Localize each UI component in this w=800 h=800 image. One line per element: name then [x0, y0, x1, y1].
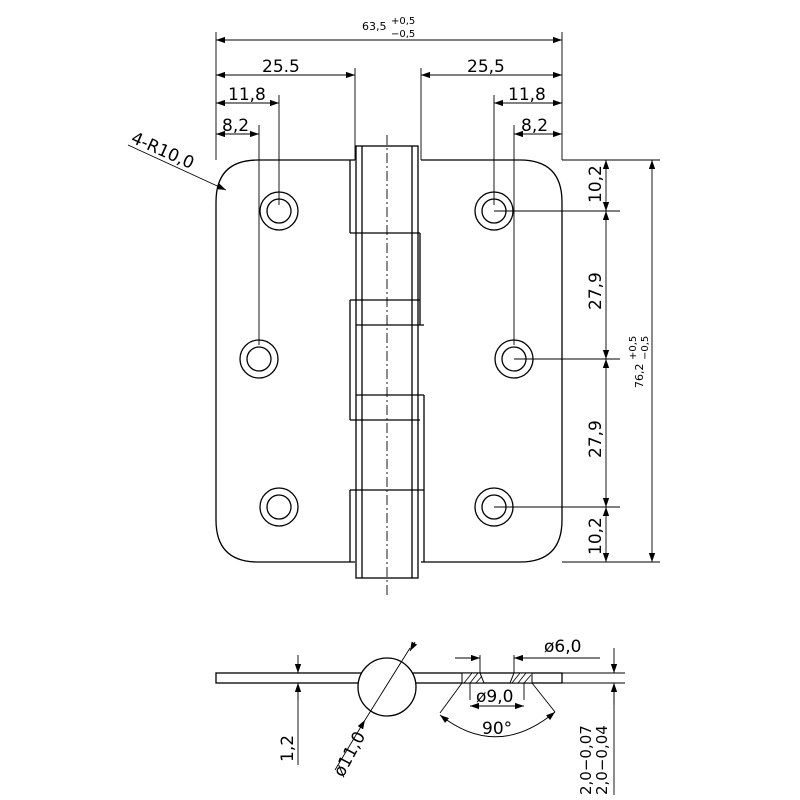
thickness-line2-label: 2,0−0,04	[593, 725, 611, 795]
hinge-section-view: ø6,0 ø9,0 90° 1,2 ø11,0	[215, 637, 625, 795]
leaf-step-label: 1,2	[278, 735, 298, 762]
hole-bottom-left	[259, 487, 299, 527]
knuckle-diameter-label: ø11,0	[330, 728, 370, 780]
dim-countersink-large: ø9,0	[470, 687, 524, 710]
countersink-angle-label: 90°	[482, 719, 512, 739]
hole-offset-outer-left-label: 11,8	[228, 85, 266, 105]
thickness-line1-label: 2,0−0,07	[577, 725, 595, 795]
dim-leaf-width-left: 25.5	[216, 57, 355, 79]
hole-offset-outer-right-label: 11,8	[508, 85, 546, 105]
dim-hole-offset-inner-right: 8,2	[514, 116, 562, 138]
overall-height-tol-upper: +0,5	[628, 336, 639, 360]
countersink-large-label: ø9,0	[476, 687, 513, 707]
overall-width-tol-lower: −0,5	[391, 29, 415, 40]
right-leaf-outline	[421, 159, 563, 563]
dim-corner-radius: 4-R10,0	[127, 128, 227, 191]
dim-hole-offset-outer-right: 11,8	[494, 85, 562, 107]
corner-radius-label: 4-R10,0	[128, 128, 197, 173]
overall-width-value: 63,5	[362, 20, 387, 33]
hole-offset-inner-right-label: 8,2	[521, 116, 548, 136]
hole-mid-left	[239, 339, 279, 379]
dim-hole-offset-outer-left: 11,8	[216, 85, 279, 107]
overall-width-tol-upper: +0,5	[391, 16, 415, 27]
knuckle-barrel	[349, 145, 425, 579]
dim-overall-height: 76,2 +0,5 −0,5	[628, 160, 656, 562]
dim-overall-width: 63,5 +0,5 −0,5	[216, 16, 562, 44]
vertical-pitch-lower-label: 27,9	[586, 420, 606, 458]
countersink-small-label: ø6,0	[544, 637, 581, 657]
screw-holes	[239, 191, 534, 527]
left-leaf-outline	[215, 159, 355, 563]
dim-countersink-angle: 90°	[439, 682, 556, 739]
hole-offset-inner-left-label: 8,2	[222, 116, 249, 136]
dim-leaf-step: 1,2	[278, 655, 350, 765]
dim-hole-offset-inner-left: 8,2	[216, 116, 259, 138]
leaf-width-left-label: 25.5	[262, 57, 300, 77]
overall-height-tol-lower: −0,5	[640, 336, 651, 360]
hinge-front-view: 63,5 +0,5 −0,5 25.5 25,5 11,8 11,8 8,2	[127, 16, 660, 595]
dim-vertical-chain: 10,2 27,9 27,9 10,2	[586, 160, 610, 562]
dim-countersink-small: ø6,0	[455, 637, 600, 662]
dim-thickness: 2,0−0,07 2,0−0,04	[562, 648, 625, 795]
extension-lines-top	[215, 32, 563, 345]
overall-height-value: 76,2	[633, 364, 646, 389]
leaf-width-right-label: 25,5	[467, 57, 505, 77]
section-knuckle	[357, 657, 417, 717]
vertical-edge-bottom-label: 10,2	[586, 517, 606, 555]
vertical-edge-top-label: 10,2	[586, 165, 606, 203]
extension-lines-right	[494, 159, 660, 563]
dim-leaf-width-right: 25,5	[421, 57, 562, 79]
vertical-pitch-upper-label: 27,9	[586, 272, 606, 310]
